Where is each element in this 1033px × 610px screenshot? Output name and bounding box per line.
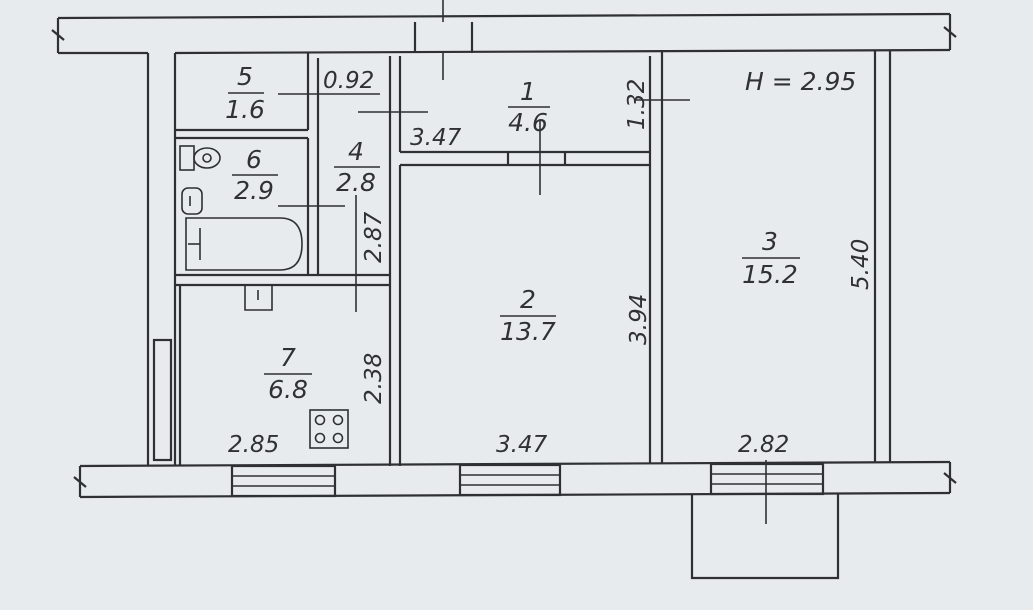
room-number: 4 [348,137,364,166]
dimension-label: 3.94 [626,294,652,345]
fixtures [179,145,349,449]
room-number: 7 [280,343,296,372]
room-number: 3 [762,227,778,256]
room-label-5: 5 1.6 [225,62,265,124]
dimension-label: 5.40 [848,239,874,290]
room-area: 13.7 [500,317,556,346]
dimension-label: 0.92 [323,68,374,94]
sink-icon [181,187,203,215]
room-number: 6 [246,145,262,174]
toilet-icon [179,145,221,171]
room-label-3: 3 15.2 [742,227,800,289]
dimension-lines [278,93,690,312]
dimension-label: 1.32 [624,79,650,130]
stove-icon [309,409,349,449]
room-area: 6.8 [268,375,308,404]
room-label-2: 2 13.7 [500,285,556,346]
room-area: 15.2 [742,260,798,289]
bathtub-icon [185,217,303,271]
room-label-6: 6 2.9 [232,145,278,205]
dimension-label: 2.38 [361,353,387,404]
dimension-label: 2.87 [361,211,387,263]
room-area: 2.8 [336,168,376,197]
windows [152,338,825,498]
ceiling-height: H = 2.95 [745,67,856,96]
room-number: 5 [237,62,253,91]
room-area: 2.9 [234,176,274,205]
dimension-label: 3.47 [496,432,548,458]
room-label-7: 7 6.8 [264,343,312,404]
room-number: 1 [520,77,536,106]
room-label-4: 4 2.8 [334,137,380,197]
kitchen-sink-icon [244,286,273,311]
dimension-label: 2.85 [228,432,279,458]
dimension-label: 2.82 [738,432,789,458]
room-area: 1.6 [225,95,265,124]
interior-walls [175,50,664,466]
room-number: 2 [520,285,536,314]
dimension-label: 3.47 [410,125,462,151]
balcony [690,460,840,580]
room-area: 4.6 [508,108,548,137]
room-label-1: 1 4.6 [508,77,550,137]
